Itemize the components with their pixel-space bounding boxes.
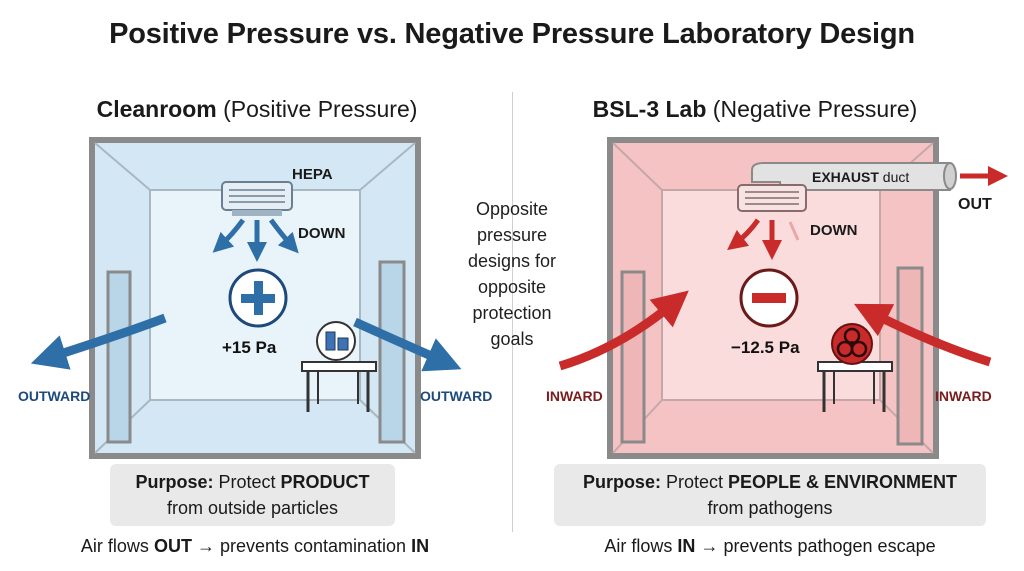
flow-middle: → prevents contamination [196, 536, 407, 556]
out-label: OUT [958, 196, 992, 213]
purpose-label: Purpose: [582, 472, 661, 492]
exhaust-duct-label: EXHAUST duct [812, 169, 909, 185]
cleanroom-purpose-box: Purpose: Protect PRODUCT from outside pa… [110, 464, 395, 526]
bsl3-flow-statement: Air flows IN → prevents pathogen escape [555, 536, 985, 557]
flow-prefix: Air flows [80, 536, 149, 556]
cleanroom-left-door [106, 270, 132, 444]
outward-left-arrow [30, 313, 167, 370]
inward-right-label: INWARD [935, 388, 992, 404]
purpose-verb: Protect [665, 472, 723, 492]
exhaust-duct-label-rest: duct [882, 169, 910, 185]
center-divider [512, 92, 513, 532]
hepa-label: HEPA [292, 166, 333, 183]
hepa-filter-icon [221, 181, 293, 216]
center-note-line: Opposite [475, 199, 549, 219]
center-note-line: opposite [477, 277, 547, 297]
bsl3-heading-bold: BSL-3 Lab [592, 96, 707, 122]
flow-direction: IN [677, 536, 696, 556]
product-vials-icon [316, 321, 356, 361]
flow-middle: → prevents pathogen escape [700, 536, 936, 556]
cleanroom-heading-bold: Cleanroom [96, 96, 217, 122]
cleanroom-pressure: +15 Pa [222, 338, 277, 357]
cleanroom-purpose-line1: Purpose: Protect PRODUCT [110, 469, 395, 495]
biohazard-icon [831, 323, 873, 365]
exhaust-duct-label-bold: EXHAUST [812, 169, 879, 185]
minus-icon [739, 268, 799, 328]
bsl3-down-label: DOWN [810, 222, 858, 239]
bsl3-filter-icon [737, 184, 807, 212]
cleanroom-heading: Cleanroom (Positive Pressure) [42, 96, 472, 123]
purpose-object: PEOPLE & ENVIRONMENT [728, 472, 958, 492]
inward-left-label: INWARD [546, 388, 603, 404]
flow-direction: OUT [153, 536, 192, 556]
flow-prefix: Air flows [604, 536, 673, 556]
page-title: Positive Pressure vs. Negative Pressure … [109, 18, 915, 50]
cleanroom-table [301, 361, 377, 412]
flow-end: IN [411, 536, 430, 556]
bsl3-heading: BSL-3 Lab (Negative Pressure) [540, 96, 970, 123]
center-note-line: protection [472, 303, 552, 323]
bsl3-right-door [896, 266, 924, 446]
purpose-object: PRODUCT [280, 472, 370, 492]
bsl3-pressure: −12.5 Pa [731, 338, 800, 357]
cleanroom-down-arrows [212, 218, 299, 262]
purpose-verb: Protect [218, 472, 276, 492]
outward-left-label: OUTWARD [18, 388, 91, 404]
bsl3-heading-rest: (Negative Pressure) [712, 96, 918, 122]
cleanroom-right-door [378, 260, 406, 444]
center-note: Opposite pressure designs for opposite p… [452, 196, 572, 352]
bsl3-down-arrows [727, 218, 800, 260]
plus-icon [228, 268, 288, 328]
bsl3-table [817, 361, 893, 412]
bsl3-purpose-line2: from pathogens [707, 498, 833, 518]
outward-right-label: OUTWARD [420, 388, 493, 404]
center-note-line: designs for [467, 251, 557, 271]
purpose-label: Purpose: [135, 472, 214, 492]
cleanroom-flow-statement: Air flows OUT → prevents contamination I… [40, 536, 470, 557]
cleanroom-heading-rest: (Positive Pressure) [223, 96, 418, 122]
center-note-line: pressure [476, 225, 548, 245]
outward-right-arrow [353, 317, 462, 372]
cleanroom-purpose-line2: from outside particles [166, 498, 339, 518]
center-note-line: goals [490, 329, 534, 349]
bsl3-left-door [620, 270, 646, 444]
inward-left-arrow [558, 290, 689, 371]
cleanroom-down-label: DOWN [298, 225, 346, 242]
inward-right-arrow [853, 303, 992, 367]
bsl3-purpose-line1: Purpose: Protect PEOPLE & ENVIRONMENT [554, 469, 986, 495]
bsl3-purpose-box: Purpose: Protect PEOPLE & ENVIRONMENT fr… [554, 464, 986, 526]
